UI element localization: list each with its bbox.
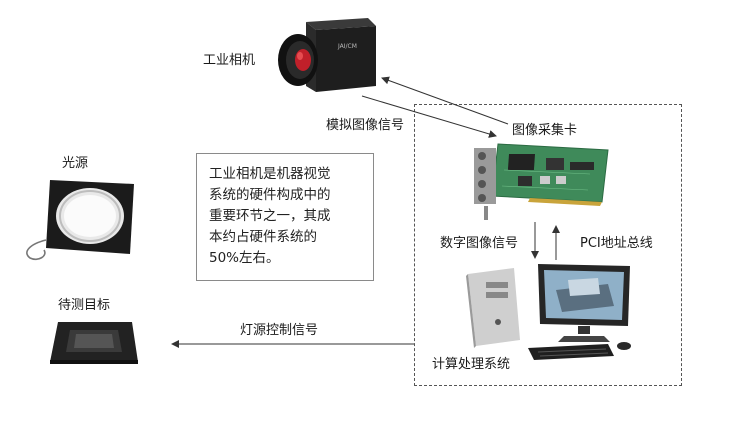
light-control-label: 灯源控制信号 (240, 323, 319, 338)
analog-signal-label: 模拟图像信号 (326, 118, 405, 133)
note-line: 重要环节之一，其成 (209, 208, 331, 224)
computer-image (466, 264, 631, 360)
note-line: 本约占硬件系统的 (209, 229, 317, 245)
industrial-camera-image: JAI/CM (278, 18, 376, 92)
cost-note-box: 工业相机是机器视觉 系统的硬件构成中的 重要环节之一，其成 本约占硬件系统的 5… (196, 153, 374, 281)
camera-label: 工业相机 (203, 53, 256, 68)
capture-card-label: 图像采集卡 (512, 123, 578, 138)
digital-signal-label: 数字图像信号 (440, 236, 519, 251)
note-line: 工业相机是机器视觉 (209, 166, 331, 182)
pci-bus-label: PCI地址总线 (580, 236, 653, 251)
analog-signal-arrow-to-camera (381, 76, 509, 125)
camera-brand-logo: JAI/CM (337, 43, 357, 50)
system-boundary (414, 104, 682, 386)
computer-label: 计算处理系统 (432, 357, 511, 372)
light-source-image (26, 180, 134, 261)
capture-card-image (474, 143, 609, 220)
note-line: 50%左右。 (209, 250, 280, 266)
note-line: 系统的硬件构成中的 (209, 187, 331, 203)
light-source-label: 光源 (62, 156, 89, 171)
analog-signal-arrow-to-card (361, 95, 497, 138)
target-label: 待测目标 (58, 298, 111, 313)
test-target-image (50, 322, 138, 364)
